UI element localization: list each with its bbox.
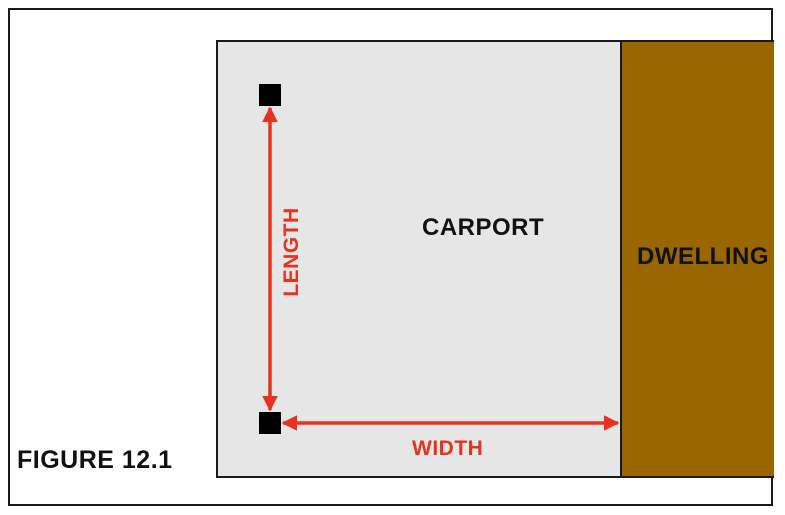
dwelling-area [620,40,774,478]
carport-area [216,40,622,478]
figure-caption: FIGURE 12.1 [17,446,173,474]
width-label: WIDTH [412,437,484,460]
carport-label: CARPORT [422,214,545,241]
length-label: LENGTH [280,207,303,297]
post-bottom [259,412,281,434]
post-top [259,84,281,106]
dwelling-label: DWELLING [637,243,769,270]
